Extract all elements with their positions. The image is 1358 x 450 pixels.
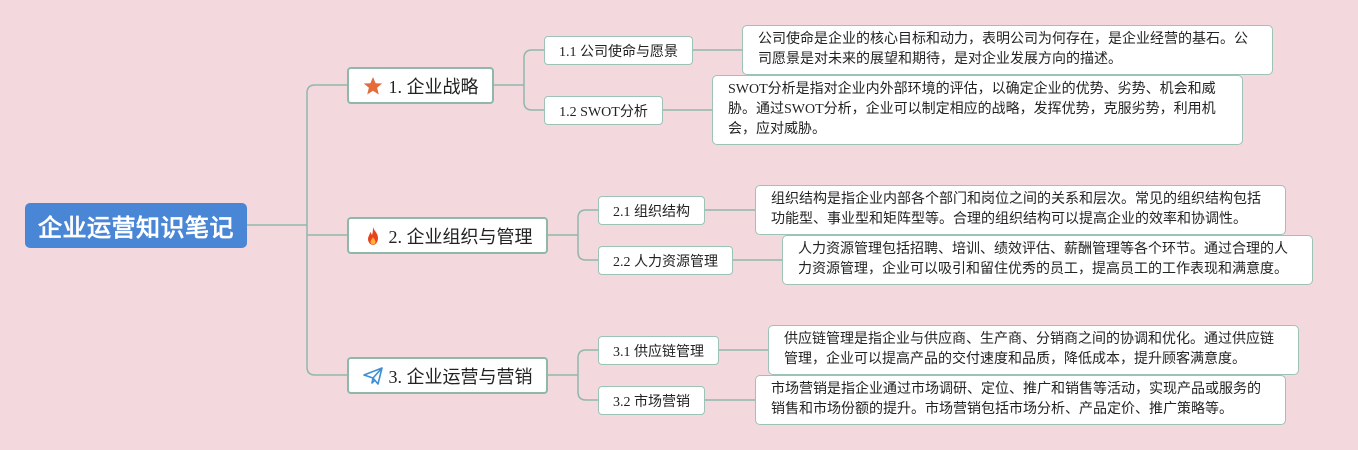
fire-icon xyxy=(363,226,383,246)
topic-1-2-label: 1.2 SWOT分析 xyxy=(559,104,648,120)
paper-plane-icon xyxy=(362,366,383,386)
topic-1-2[interactable]: 1.2 SWOT分析 xyxy=(544,96,663,125)
root-topic[interactable]: 企业运营知识笔记 xyxy=(25,203,247,248)
star-icon xyxy=(363,76,383,96)
branch-3-topic[interactable]: 3. 企业运营与营销 xyxy=(347,357,548,394)
topic-3-2[interactable]: 3.2 市场营销 xyxy=(598,386,705,415)
connector-branch-1 xyxy=(494,49,544,111)
note-3-1[interactable]: 供应链管理是指企业与供应商、生产商、分销商之间的协调和优化。通过供应链管理，企业… xyxy=(768,325,1299,375)
note-1-2-text: SWOT分析是指对企业内外部环境的评估，以确定企业的优势、劣势、机会和威胁。通过… xyxy=(728,82,1216,137)
branch-3-label: 3. 企业运营与营销 xyxy=(388,366,533,387)
topic-3-1-label: 3.1 供应链管理 xyxy=(613,344,704,360)
topic-1-1-label: 1.1 公司使命与愿景 xyxy=(559,44,678,60)
note-1-1-text: 公司使命是企业的核心目标和动力，表明公司为何存在，是企业经营的基石。公司愿景是对… xyxy=(758,32,1248,67)
root-title: 企业运营知识笔记 xyxy=(38,214,234,242)
topic-2-2[interactable]: 2.2 人力资源管理 xyxy=(598,246,733,275)
connector-branch-3-desc xyxy=(705,349,768,401)
note-2-1-text: 组织结构是指企业内部各个部门和岗位之间的关系和层次。常见的组织结构包括功能型、事… xyxy=(771,192,1261,227)
connector-trunk xyxy=(306,84,347,376)
branch-2-topic[interactable]: 2. 企业组织与管理 xyxy=(347,217,548,254)
note-2-1[interactable]: 组织结构是指企业内部各个部门和岗位之间的关系和层次。常见的组织结构包括功能型、事… xyxy=(755,185,1286,235)
note-3-1-text: 供应链管理是指企业与供应商、生产商、分销商之间的协调和优化。通过供应链管理，企业… xyxy=(784,332,1274,367)
topic-2-2-label: 2.2 人力资源管理 xyxy=(613,254,718,270)
note-2-2[interactable]: 人力资源管理包括招聘、培训、绩效评估、薪酬管理等各个环节。通过合理的人力资源管理… xyxy=(782,235,1313,285)
connector-branch-2 xyxy=(548,209,598,261)
topic-2-1[interactable]: 2.1 组织结构 xyxy=(598,196,705,225)
note-1-1[interactable]: 公司使命是企业的核心目标和动力，表明公司为何存在，是企业经营的基石。公司愿景是对… xyxy=(742,25,1273,75)
note-3-2[interactable]: 市场营销是指企业通过市场调研、定位、推广和销售等活动，实现产品或服务的销售和市场… xyxy=(755,375,1286,425)
branch-2-label: 2. 企业组织与管理 xyxy=(388,226,533,247)
branch-1-label: 1. 企业战略 xyxy=(388,76,479,97)
topic-1-1[interactable]: 1.1 公司使命与愿景 xyxy=(544,36,693,65)
connector-branch-2-desc xyxy=(705,209,782,261)
note-2-2-text: 人力资源管理包括招聘、培训、绩效评估、薪酬管理等各个环节。通过合理的人力资源管理… xyxy=(798,242,1288,277)
branch-1-topic[interactable]: 1. 企业战略 xyxy=(347,67,494,104)
topic-3-1[interactable]: 3.1 供应链管理 xyxy=(598,336,719,365)
connector-branch-3 xyxy=(548,349,598,401)
topic-2-1-label: 2.1 组织结构 xyxy=(613,204,690,220)
note-1-2[interactable]: SWOT分析是指对企业内外部环境的评估，以确定企业的优势、劣势、机会和威胁。通过… xyxy=(712,75,1243,145)
connector-branch-1-desc xyxy=(663,49,742,111)
topic-3-2-label: 3.2 市场营销 xyxy=(613,394,690,410)
note-3-2-text: 市场营销是指企业通过市场调研、定位、推广和销售等活动，实现产品或服务的销售和市场… xyxy=(771,382,1261,417)
